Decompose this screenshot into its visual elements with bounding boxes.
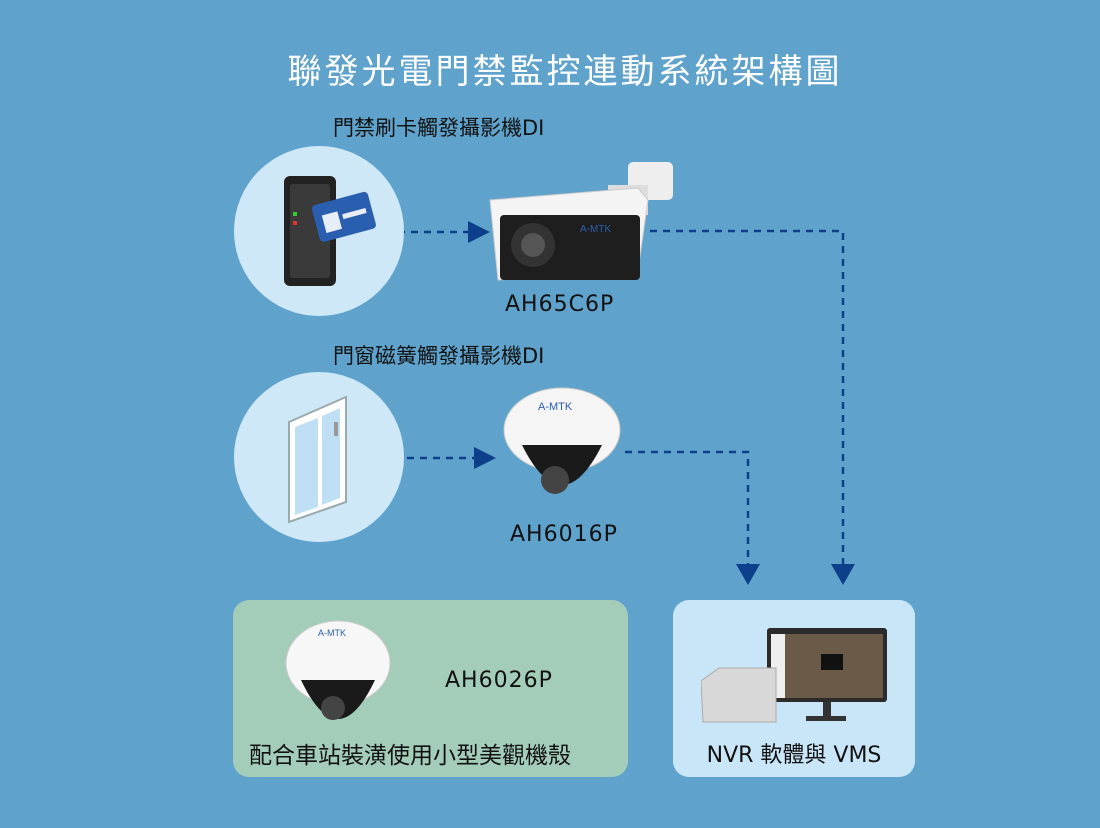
bullet-camera-image: A-MTK (488, 160, 678, 294)
card-reader-icon (284, 176, 376, 286)
nvr-panel: NVR 軟體與 VMS (673, 600, 915, 777)
bullet-camera-model: AH65C6P (505, 292, 615, 317)
mini-dome-camera-icon: A-MTK (285, 620, 391, 720)
dome-camera-image: A-MTK (500, 385, 630, 514)
mini-dome-panel: A-MTK AH6026P 配合車站裝潢使用小型美觀機殼 (233, 600, 628, 777)
brand-logo: A-MTK (318, 628, 346, 638)
arrow-head (468, 221, 490, 243)
door-sensor-circle (234, 372, 404, 542)
brand-logo: A-MTK (538, 401, 573, 413)
window-icon (288, 395, 347, 524)
brand-logo: A-MTK (580, 224, 611, 235)
nvr-caption: NVR 軟體與 VMS (706, 743, 882, 768)
door-sensor-label: 門窗磁簧觸發攝影機DI (333, 344, 545, 368)
arrow-head (736, 564, 760, 585)
bullet-camera-icon: A-MTK (489, 162, 673, 281)
page-title: 聯發光電門禁監控連動系統架構圖 (287, 52, 843, 92)
bullet-to-nvr-line (650, 229, 845, 565)
card-reader-circle (234, 146, 404, 316)
mini-dome-caption: 配合車站裝潢使用小型美觀機殼 (249, 743, 571, 769)
nvr-monitor-icon (701, 628, 887, 723)
arrow-head (474, 447, 496, 469)
dome-camera-icon: A-MTK (503, 387, 621, 494)
card-reader-label: 門禁刷卡觸發攝影機DI (333, 116, 545, 140)
arrow-head (831, 564, 855, 585)
mini-dome-model: AH6026P (445, 668, 553, 693)
dome-to-nvr-line (625, 450, 750, 565)
dome-camera-model: AH6016P (510, 522, 618, 547)
